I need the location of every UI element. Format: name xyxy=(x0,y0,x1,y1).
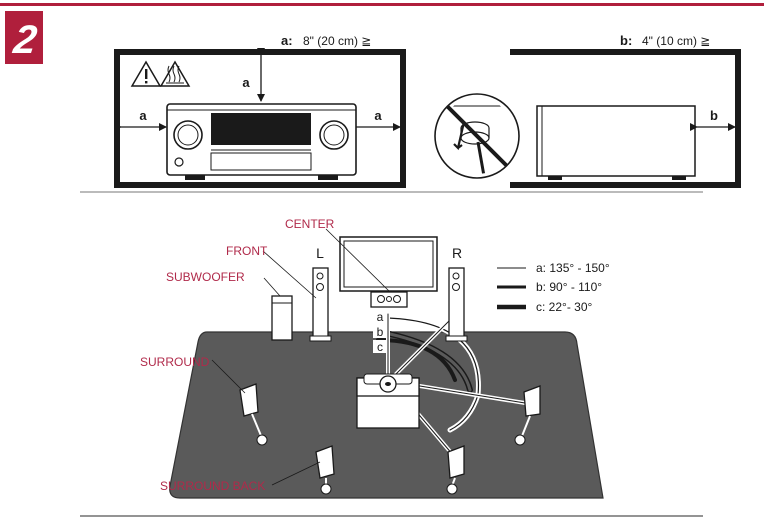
label-center: CENTER xyxy=(285,217,335,231)
subwoofer xyxy=(271,295,293,341)
arc-letter-c: c xyxy=(377,340,383,354)
front-left-speaker xyxy=(309,267,332,342)
legend-a-text: a: 135° - 150° xyxy=(536,261,610,275)
label-surround-back: SURROUND BACK xyxy=(160,479,265,493)
dim-a-left: a xyxy=(139,108,147,123)
dim-a-top: a xyxy=(242,75,250,90)
top-accent-rule xyxy=(0,3,764,6)
surround-back-left-speaker xyxy=(315,445,335,495)
clearance-a-value: 8" (20 cm) ≧ xyxy=(303,34,371,48)
legend-b-text: b: 90° - 110° xyxy=(536,280,602,294)
label-front-right-mark: R xyxy=(452,245,462,261)
angle-legend: a: 135° - 150° b: 90° - 110° c: 22°- 30° xyxy=(497,261,610,314)
listening-position xyxy=(356,373,420,429)
surround-back-right-speaker xyxy=(446,445,465,495)
leader-lines xyxy=(211,228,390,486)
dim-a-right: a xyxy=(374,108,382,123)
legend-c-text: c: 22°- 30° xyxy=(536,300,592,314)
center-speaker xyxy=(370,291,408,308)
label-front: FRONT xyxy=(226,244,268,258)
label-surround: SURROUND xyxy=(140,355,210,369)
dim-b-right: b xyxy=(710,108,718,123)
clearance-panel-b: b: 4" (10 cm) ≧ b xyxy=(434,33,741,188)
exclamation-triangle-icon xyxy=(130,60,162,87)
receiver-side-view xyxy=(536,105,696,180)
clearance-b-value: 4" (10 cm) ≧ xyxy=(642,34,710,48)
step-badge: 2 xyxy=(5,11,43,64)
arc-letter-b: b xyxy=(377,325,384,339)
clearance-panel-a: a: 8" (20 cm) ≧ a a a xyxy=(114,33,406,188)
arc-letter-labels: a b c xyxy=(373,310,387,354)
receiver-front-view xyxy=(166,103,357,180)
label-subwoofer: SUBWOOFER xyxy=(166,270,245,284)
arc-letter-a: a xyxy=(377,310,384,324)
surround-right-speaker xyxy=(514,385,541,446)
no-stand-on-side-icon xyxy=(434,93,520,179)
tv xyxy=(339,236,438,292)
front-right-speaker xyxy=(445,267,468,342)
clearance-b-key: b: xyxy=(620,33,632,48)
label-front-left-mark: L xyxy=(316,245,324,261)
speaker-layout: a b c xyxy=(140,217,610,499)
clearance-a-key: a: xyxy=(281,33,293,48)
hot-surface-icon xyxy=(159,60,191,87)
